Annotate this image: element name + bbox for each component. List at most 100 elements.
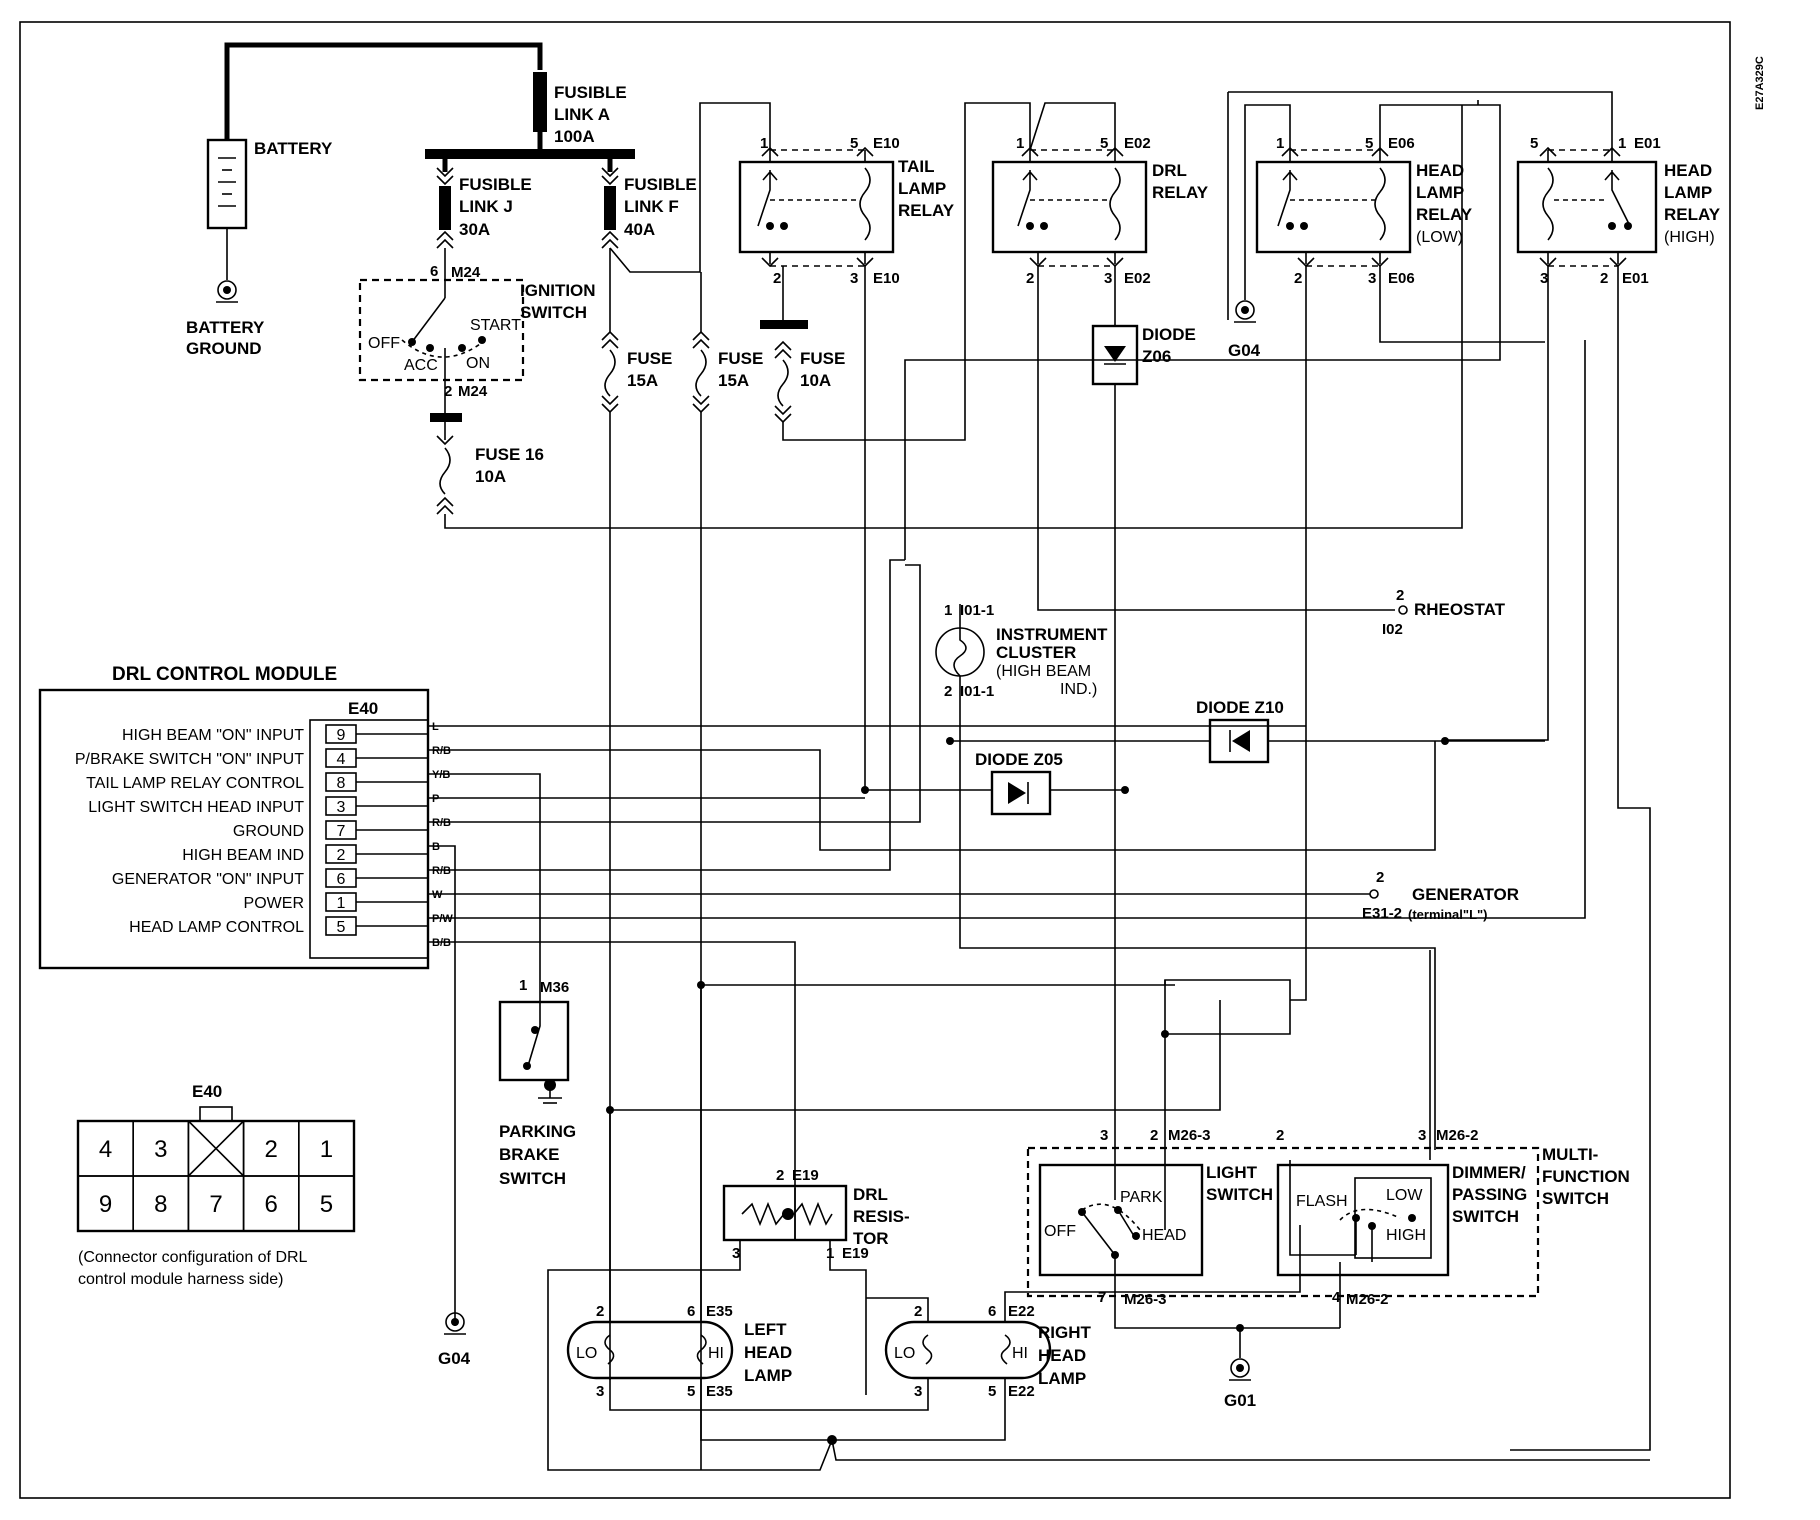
connector-cell-number: 8 (154, 1191, 167, 1218)
g01-ground (1229, 1358, 1251, 1381)
connector-cell-number: 6 (265, 1191, 278, 1218)
fuse-c-label-1: FUSE (800, 349, 845, 368)
head-lamp-relay-low (1255, 160, 1412, 254)
battery-ground-symbol (216, 280, 238, 303)
drl-resistor (722, 1184, 848, 1242)
module-row-label: HIGH BEAM "ON" INPUT (122, 727, 304, 744)
high-label-3: RELAY (1664, 205, 1721, 224)
connector-caption-1: (Connector configuration of DRL (78, 1249, 308, 1266)
resistor-label-3: TOR (853, 1229, 889, 1248)
left-lo: LO (576, 1345, 597, 1362)
left-p5: 5 (687, 1383, 695, 1400)
module-wire-color: B (432, 841, 440, 853)
tail-label-3: RELAY (898, 201, 955, 220)
page-frame (19, 21, 1731, 1499)
cluster-pin2: 2 (944, 683, 952, 700)
high-p5: 5 (1530, 135, 1538, 152)
ign-conn-top: M24 (451, 264, 481, 281)
high-label-1: HEAD (1664, 161, 1712, 180)
low-label-3: RELAY (1416, 205, 1473, 224)
fusible-link-f-label-2: LINK F (624, 197, 679, 216)
tail-p3: 3 (850, 270, 858, 287)
g04-bottom-label: G04 (438, 1349, 471, 1368)
low-label-2: LAMP (1416, 183, 1464, 202)
multi-label-2: FUNCTION (1542, 1167, 1630, 1186)
light-park: PARK (1120, 1189, 1163, 1206)
drl-p2: 2 (1026, 270, 1034, 287)
module-wire-color: R/B (432, 865, 451, 877)
dimmer-passing-switch (1276, 1163, 1450, 1277)
drl-label-1: DRL (1152, 161, 1187, 180)
fuse-b-label-2: 15A (718, 371, 749, 390)
rheostat-pin: 2 (1396, 587, 1404, 604)
pbrake-conn: M36 (540, 979, 569, 996)
battery-label: BATTERY (254, 139, 333, 158)
resistor-conn-top: E19 (792, 1167, 819, 1184)
connector-cell-number: 4 (99, 1136, 112, 1163)
drl-conn-bot: E02 (1124, 270, 1151, 287)
drl-module-connector-panel (309, 719, 429, 959)
right-conn-bot: E22 (1008, 1383, 1035, 1400)
ign-pin-bot: 2 (444, 383, 452, 400)
module-row-label: GROUND (233, 823, 304, 840)
module-row-label: TAIL LAMP RELAY CONTROL (86, 775, 304, 792)
multi-function-switch-box (1026, 1146, 1540, 1298)
module-row-label: GENERATOR "ON" INPUT (112, 871, 304, 888)
drl-relay (991, 160, 1148, 254)
ign-pin-top: 6 (430, 263, 438, 280)
low-p3: 3 (1368, 270, 1376, 287)
tail-conn-top: E10 (873, 135, 900, 152)
module-pin-number: 7 (337, 823, 346, 840)
generator-conn: E31-2 (1362, 905, 1402, 922)
dim-label-1: DIMMER/ (1452, 1163, 1526, 1182)
fusible-link-j-label-3: 30A (459, 220, 490, 239)
high-p2: 2 (1600, 270, 1608, 287)
g04-top-ground (1234, 300, 1256, 323)
generator-terminal: (terminal"L") (1408, 907, 1488, 922)
multi-label-3: SWITCH (1542, 1189, 1609, 1208)
light-p2: 2 (1150, 1127, 1158, 1144)
fuse-16-symbol (439, 447, 451, 495)
cluster-label-1: INSTRUMENT (996, 625, 1108, 644)
module-wire-color: R/B (432, 745, 451, 757)
right-p6: 6 (988, 1303, 996, 1320)
module-row-label: LIGHT SWITCH HEAD INPUT (88, 799, 304, 816)
g01-label: G01 (1224, 1391, 1256, 1410)
fuse-10a-tail-symbol (777, 359, 789, 407)
right-head-lamp (884, 1320, 1052, 1380)
high-conn-top: E01 (1634, 135, 1661, 152)
fuse-15a-right (692, 330, 710, 414)
fusible-link-j-label-2: LINK J (459, 197, 513, 216)
connector-blank-cell-cross (187, 1120, 245, 1177)
diode-z06-label-2: Z06 (1142, 347, 1171, 366)
g04-top-label: G04 (1228, 341, 1261, 360)
ign-acc: ACC (404, 357, 438, 374)
right-p3: 3 (914, 1383, 922, 1400)
right-label-2: HEAD (1038, 1346, 1086, 1365)
resistor-label-2: RESIS- (853, 1207, 910, 1226)
tail-label-2: LAMP (898, 179, 946, 198)
tail-p2: 2 (773, 270, 781, 287)
cluster-label-2: CLUSTER (996, 643, 1076, 662)
right-conn-top: E22 (1008, 1303, 1035, 1320)
generator-label: GENERATOR (1412, 885, 1519, 904)
module-wire-color: Y/B (432, 769, 450, 781)
pbrake-label-1: PARKING (499, 1122, 576, 1141)
fuse16-label-2: 10A (475, 467, 506, 486)
left-p3: 3 (596, 1383, 604, 1400)
ign-conn-bot: M24 (458, 383, 488, 400)
resistor-conn-r: E19 (842, 1245, 869, 1262)
fuse-a-label-2: 15A (627, 371, 658, 390)
module-pin-number: 1 (337, 895, 346, 912)
module-row-label: HIGH BEAM IND (182, 847, 304, 864)
light-head: HEAD (1142, 1227, 1186, 1244)
module-pin-number: 6 (337, 871, 346, 888)
battery-ground-label-2: GROUND (186, 339, 262, 358)
generator-pin: 2 (1376, 869, 1384, 886)
pbrake-pin: 1 (519, 977, 527, 994)
dim-low: LOW (1386, 1187, 1423, 1204)
fusible-link-j-label-1: FUSIBLE (459, 175, 532, 194)
dim-conn-bot: M26-2 (1346, 1291, 1389, 1308)
drl-p3: 3 (1104, 270, 1112, 287)
